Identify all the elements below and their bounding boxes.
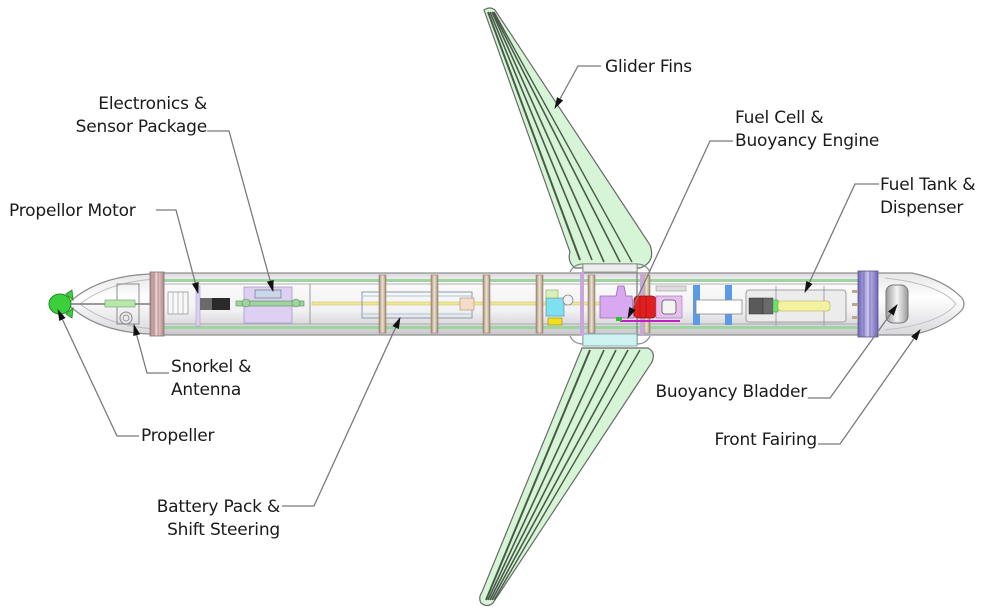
pump-cyan-block: [545, 297, 565, 317]
label-snorkel-antenna: Snorkel & Antenna: [171, 357, 252, 400]
label-propeller: Propeller: [141, 426, 215, 446]
propellor-motor-shape: [167, 285, 230, 327]
leader-lines: [57, 65, 921, 507]
label-glider-fins: Glider Fins: [605, 57, 692, 77]
pump-yellow-block: [547, 317, 563, 326]
leader-electronics: [207, 130, 274, 293]
label-propellor-motor: Propellor Motor: [9, 201, 136, 221]
label-front-fairing: Front Fairing: [714, 430, 818, 450]
electronics-package-shape: [235, 286, 305, 324]
leader-front-fairing: [818, 329, 921, 445]
rear-bulkhead: [149, 271, 165, 337]
leader-fuel-cell: [627, 140, 733, 320]
label-battery-pack-shift-steering: Battery Pack & Shift Steering: [156, 497, 280, 540]
label-fuel-tank-dispenser: Fuel Tank & Dispenser: [880, 175, 976, 218]
label-fuel-cell-buoyancy-engine: Fuel Cell & Buoyancy Engine: [735, 108, 880, 151]
leader-battery: [282, 316, 401, 507]
label-buoyancy-bladder: Buoyancy Bladder: [655, 382, 807, 402]
leader-glider-fins: [554, 65, 601, 110]
glider-fin-lower: [479, 347, 654, 607]
front-bulkhead: [857, 270, 879, 338]
leader-propellor-motor: [156, 209, 199, 295]
front-fairing-shape: [869, 272, 965, 336]
fuel-cell-shape: [599, 285, 687, 322]
blue-brackets: [693, 285, 743, 325]
glider-fin-upper: [483, 7, 653, 269]
leader-bladder: [808, 304, 898, 399]
bulkhead-bolts: [852, 290, 858, 319]
fuel-tank-shape: [745, 286, 847, 326]
label-electronics-sensor-package: Electronics & Sensor Package: [75, 94, 208, 137]
leader-fuel-tank: [804, 183, 879, 294]
leader-snorkel: [133, 323, 169, 374]
leader-propeller: [57, 308, 139, 437]
buoyancy-bladder-shape: [885, 284, 909, 324]
snorkel-antenna-shape: [104, 283, 140, 325]
